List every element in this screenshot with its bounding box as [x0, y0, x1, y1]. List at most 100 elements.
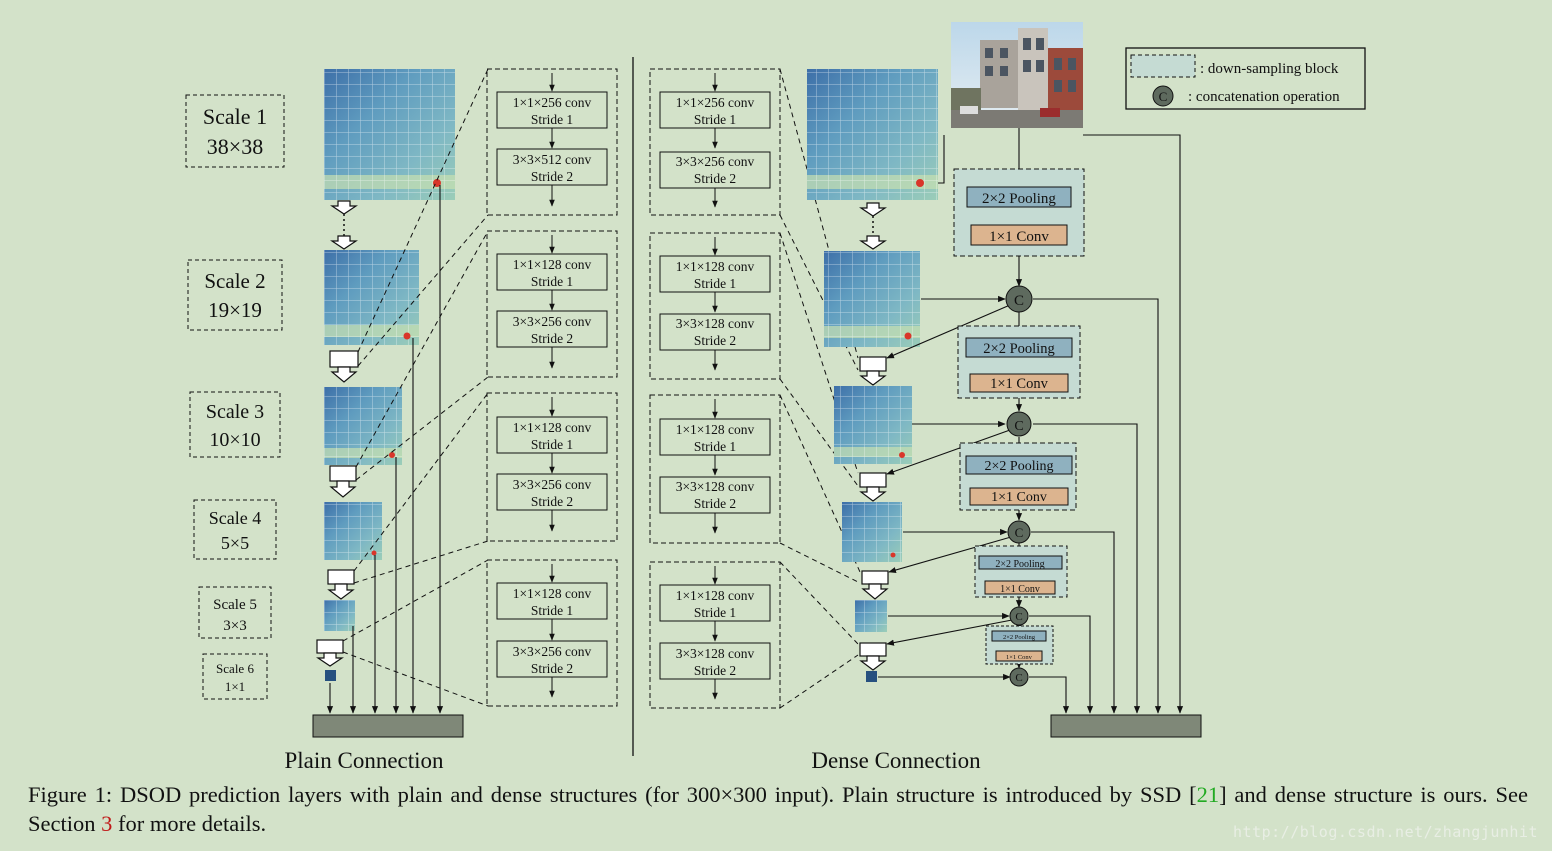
plain-block-3-stride2: Stride 2 [531, 494, 573, 509]
caption-ref-ssd[interactable]: 21 [1196, 782, 1220, 807]
dense-block-3: 1×1×128 conv Stride 1 3×3×128 conv Strid… [649, 394, 781, 544]
plain-block-2-stride1: Stride 1 [531, 274, 573, 289]
plain-block-1-stride1: Stride 1 [531, 112, 573, 127]
plain-block-4-conv2: 3×3×256 conv [513, 644, 592, 659]
dense-block-1-conv1: 1×1×256 conv [676, 95, 755, 110]
plain-fmap-5 [324, 600, 355, 631]
concat-node-3: C [1007, 520, 1031, 544]
dense-block-4-conv1: 1×1×128 conv [676, 588, 755, 603]
pool-label-2: 2×2 Pooling [983, 341, 1054, 357]
downsample-block-4: 2×2 Pooling 1×1 Conv [974, 545, 1068, 598]
svg-text:C: C [1015, 611, 1022, 623]
plain-block-2: 1×1×128 conv Stride 1 3×3×256 conv Strid… [486, 230, 618, 378]
plain-block-1: 1×1×256 conv Stride 1 3×3×512 conv Strid… [486, 68, 618, 216]
plain-hollow-arrows [316, 200, 359, 667]
scale-5-size: 3×3 [223, 618, 246, 634]
dense-block-3-stride2: Stride 2 [694, 496, 736, 511]
caption-ref-section[interactable]: 3 [101, 811, 113, 836]
legend-concat-symbol: C [1159, 89, 1168, 104]
dense-fmap-5 [855, 600, 887, 632]
plain-block-2-stride2: Stride 2 [531, 331, 573, 346]
conv-label-5: 1×1 Conv [1006, 654, 1033, 661]
scale-1-name: Scale 1 [203, 104, 267, 129]
plain-block-2-conv2: 3×3×256 conv [513, 314, 592, 329]
dense-block-4-stride2: Stride 2 [694, 663, 736, 678]
downsample-block-1: 2×2 Pooling 1×1 Conv [953, 168, 1085, 257]
plain-output-lines [326, 185, 444, 714]
scale-label-1: Scale 1 38×38 [185, 94, 285, 168]
plain-fmap-6 [325, 670, 336, 681]
dense-block-4: 1×1×128 conv Stride 1 3×3×128 conv Strid… [649, 561, 781, 709]
dense-connection-label: Dense Connection [811, 748, 981, 773]
downsample-block-2: 2×2 Pooling 1×1 Conv [957, 325, 1081, 399]
dense-block-2: 1×1×128 conv Stride 1 3×3×128 conv Strid… [649, 232, 781, 380]
dense-output-bar [1050, 714, 1202, 738]
plain-fmap-4 [324, 502, 382, 560]
dense-fmap-4 [842, 502, 902, 562]
plain-block-1-stride2: Stride 2 [531, 169, 573, 184]
conv-label-1: 1×1 Conv [989, 229, 1049, 245]
scale-1-size: 38×38 [207, 134, 263, 159]
caption-part1: Figure 1: DSOD prediction layers with pl… [28, 782, 1197, 807]
plain-connection: Scale 1 38×38 Scale 2 19×19 Scale 3 10×1… [185, 68, 618, 773]
dense-block-3-conv1: 1×1×128 conv [676, 422, 755, 437]
dense-block-1-stride2: Stride 2 [694, 171, 736, 186]
concat-nodes: C C C C C [1005, 285, 1033, 687]
plain-connection-label: Plain Connection [284, 748, 444, 773]
concat-node-1: C [1005, 285, 1033, 313]
dense-block-2-conv1: 1×1×128 conv [676, 259, 755, 274]
dense-block-4-stride1: Stride 1 [694, 605, 736, 620]
concat-node-4: C [1009, 606, 1029, 626]
dense-connection: 1×1×256 conv Stride 1 3×3×256 conv Strid… [649, 22, 1366, 773]
plain-block-3-conv1: 1×1×128 conv [513, 420, 592, 435]
plain-block-3-conv2: 3×3×256 conv [513, 477, 592, 492]
scale-label-3: Scale 3 10×10 [189, 391, 281, 458]
svg-text:C: C [1014, 293, 1024, 309]
watermark: http://blog.csdn.net/zhangjunhit [1233, 823, 1538, 841]
caption-part3: for more details. [112, 811, 267, 836]
figure-caption: Figure 1: DSOD prediction layers with pl… [28, 780, 1528, 838]
concat-node-2: C [1006, 411, 1032, 437]
scale-label-5: Scale 5 3×3 [198, 586, 272, 639]
input-image [951, 22, 1083, 128]
conv-label-4: 1×1 Conv [1000, 584, 1040, 595]
scale-3-size: 10×10 [209, 429, 260, 451]
svg-text:C: C [1015, 525, 1024, 540]
conv-label-3: 1×1 Conv [991, 490, 1047, 505]
plain-block-4-conv1: 1×1×128 conv [513, 586, 592, 601]
plain-block-4-stride2: Stride 2 [531, 661, 573, 676]
dense-block-4-conv2: 3×3×128 conv [676, 646, 755, 661]
dense-fmap-6 [866, 671, 877, 682]
scale-6-name: Scale 6 [216, 661, 254, 676]
dense-fmap-2 [824, 251, 920, 347]
plain-feature-maps [324, 69, 455, 681]
plain-block-3-stride1: Stride 1 [531, 437, 573, 452]
dense-feature-maps [807, 69, 938, 682]
plain-block-3: 1×1×128 conv Stride 1 3×3×256 conv Strid… [486, 392, 618, 542]
scale-6-size: 1×1 [225, 679, 245, 694]
plain-fmap-1 [324, 69, 455, 200]
pool-label-1: 2×2 Pooling [982, 191, 1056, 207]
dense-block-3-conv2: 3×3×128 conv [676, 479, 755, 494]
scale-3-name: Scale 3 [206, 401, 264, 423]
pool-label-5: 2×2 Pooling [1003, 634, 1036, 641]
plain-fmap-3 [324, 387, 402, 465]
plain-block-4-stride1: Stride 1 [531, 603, 573, 618]
dense-hollow-arrows [859, 202, 889, 671]
downsample-block-5: 2×2 Pooling 1×1 Conv [985, 625, 1054, 665]
scale-label-2: Scale 2 19×19 [187, 259, 283, 331]
scale-label-6: Scale 6 1×1 [202, 653, 268, 700]
dense-block-1-conv2: 3×3×256 conv [676, 154, 755, 169]
plain-block-1-conv2: 3×3×512 conv [513, 152, 592, 167]
dense-block-2-stride1: Stride 1 [694, 276, 736, 291]
dense-fmap-1 [807, 69, 938, 200]
scale-2-size: 19×19 [208, 298, 262, 322]
scale-4-size: 5×5 [221, 533, 249, 553]
dense-block-1-stride1: Stride 1 [694, 112, 736, 127]
legend-downsampling-label: : down-sampling block [1200, 61, 1339, 77]
scale-2-name: Scale 2 [204, 269, 265, 293]
dense-block-3-stride1: Stride 1 [694, 439, 736, 454]
caption-part2: ] and dense structure is ours. See Secti… [28, 782, 1528, 836]
downsample-block-3: 2×2 Pooling 1×1 Conv [959, 442, 1077, 511]
scale-label-4: Scale 4 5×5 [193, 499, 277, 560]
